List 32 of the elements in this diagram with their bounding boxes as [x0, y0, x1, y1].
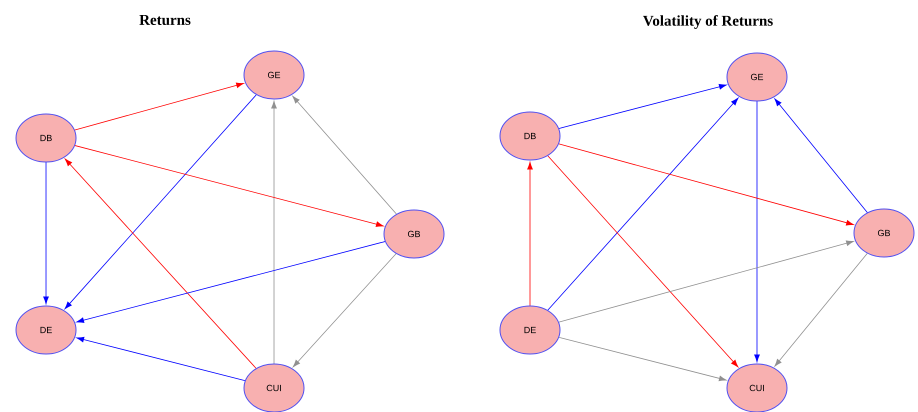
arrow: [558, 240, 854, 322]
arrow: [43, 162, 49, 304]
arrow: [74, 82, 244, 130]
arrow: [547, 155, 738, 368]
arrow: [292, 253, 396, 368]
arrow: [754, 101, 760, 362]
arrow: [558, 144, 854, 226]
ellipse-node: DE: [16, 306, 77, 354]
arrow: [547, 98, 738, 311]
arrow: [558, 337, 727, 382]
ellipse-node: DE: [500, 306, 560, 354]
arrow: [271, 100, 277, 364]
arrow: [76, 241, 386, 323]
arrow: [64, 158, 256, 369]
arrow: [74, 145, 384, 227]
ellipse-node: GE: [726, 52, 788, 102]
arrow: [64, 94, 257, 310]
arrow: [774, 253, 868, 366]
ellipse-node: GE: [244, 50, 304, 100]
ellipse-node: CUI: [726, 364, 788, 412]
arrow: [527, 162, 533, 306]
panel-title: Returns: [139, 15, 190, 25]
arrow: [76, 336, 246, 381]
ellipse-node: DB: [500, 112, 560, 160]
arrow: [558, 84, 727, 129]
ellipse-node: CUI: [244, 364, 304, 412]
ellipse-node: DB: [16, 114, 77, 162]
ellipse-node: GB: [854, 208, 914, 258]
arrow: [774, 98, 868, 213]
ellipse-node: GB: [384, 210, 444, 258]
arrow: [292, 96, 397, 214]
panel-title: Volatility of Returns: [643, 15, 773, 29]
